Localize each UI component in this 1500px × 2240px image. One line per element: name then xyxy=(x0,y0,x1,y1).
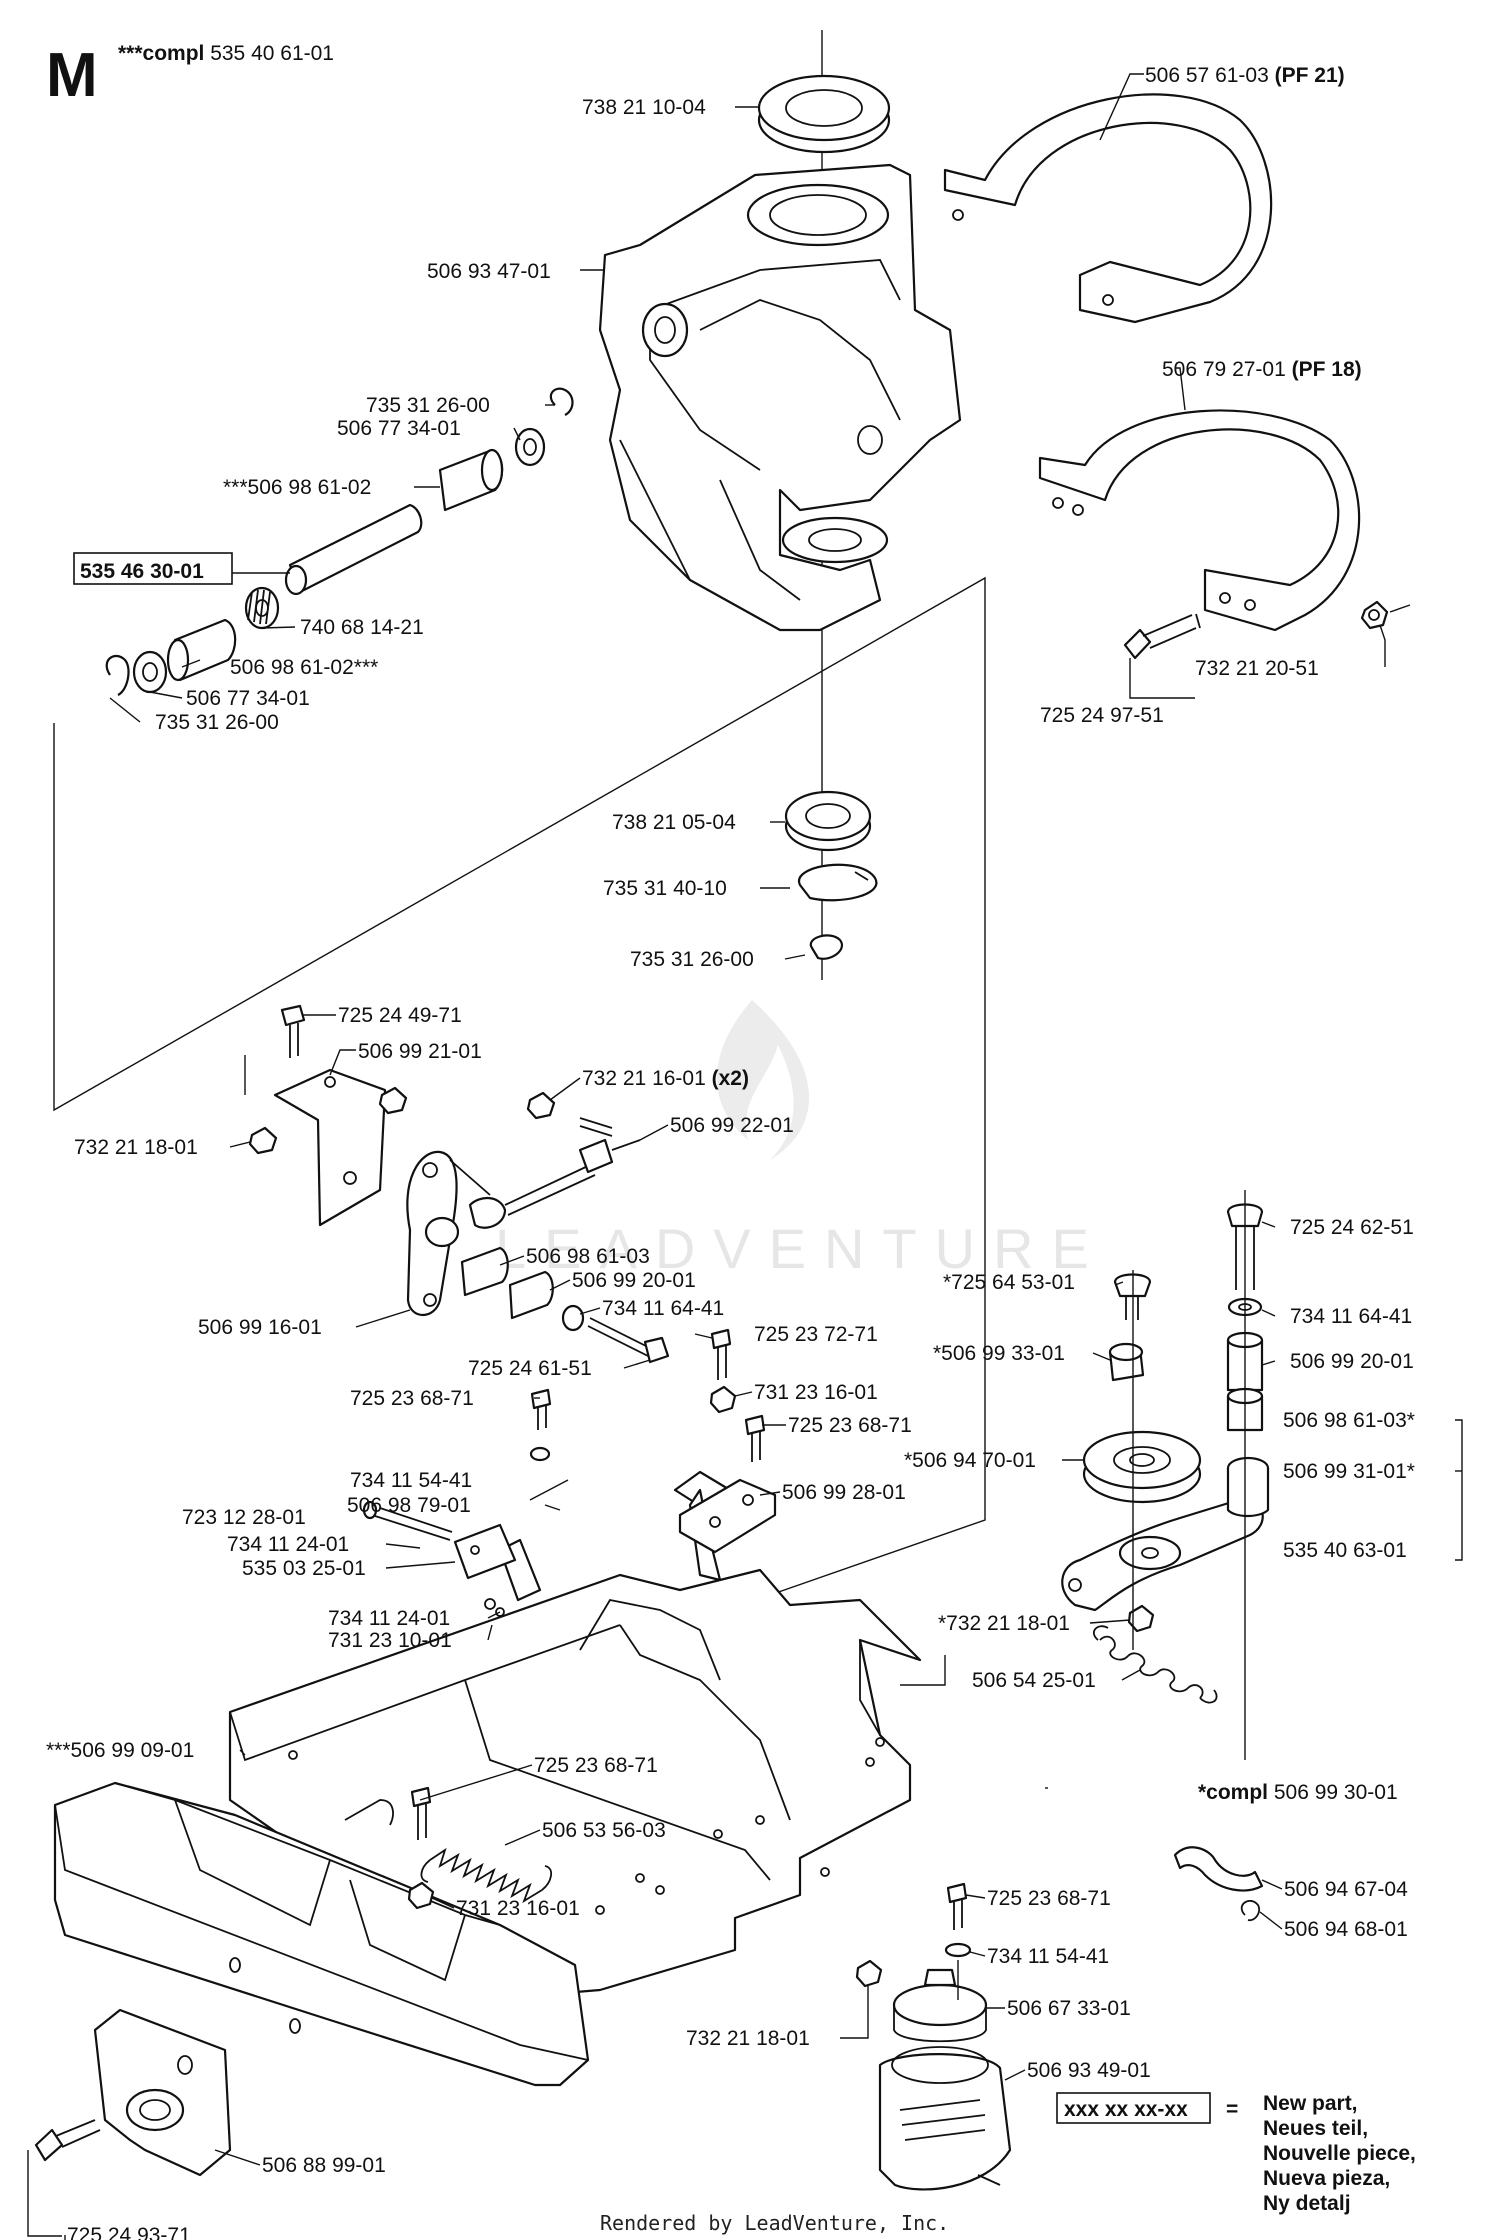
part-label: 506 98 61-03 xyxy=(526,1245,650,1268)
part-label: 506 57 61-03 (PF 21) xyxy=(1145,64,1345,87)
part-label: 725 24 49-71 xyxy=(338,1004,462,1027)
part-label: 725 24 62-51 xyxy=(1290,1216,1414,1239)
part-label: 734 11 24-01 xyxy=(227,1533,349,1556)
part-label: 506 99 20-01 xyxy=(572,1269,696,1292)
part-label: 506 77 34-01 xyxy=(186,687,310,710)
part-label: 734 11 54-41 xyxy=(350,1469,472,1492)
bracket-strap-pf18 xyxy=(1038,409,1361,632)
part-label: 506 94 68-01 xyxy=(1284,1918,1408,1941)
part-label: 535 40 63-01 xyxy=(1283,1539,1407,1562)
part-label: 725 23 68-71 xyxy=(534,1754,658,1777)
strap-bolt-nut xyxy=(1123,600,1411,660)
watermark-text: LEADVENTURE xyxy=(495,1217,1107,1280)
center-bolts xyxy=(529,1328,766,1462)
part-label: 734 11 64-41 xyxy=(1290,1305,1412,1328)
tension-spring xyxy=(407,1786,552,1910)
part-label: 738 21 10-04 xyxy=(582,96,706,119)
part-label: 732 21 18-01 xyxy=(74,1136,198,1159)
part-label: 506 98 61-02*** xyxy=(230,656,378,679)
top-bearing xyxy=(757,74,891,154)
part-label: 506 99 20-01 xyxy=(1290,1350,1414,1373)
part-label: 506 93 49-01 xyxy=(1027,2059,1151,2082)
part-label: 506 88 99-01 xyxy=(262,2154,386,2177)
new-part-legend: xxx xx xx-xx = New part, Neues teil, Nou… xyxy=(1056,2092,1416,2215)
part-label: 735 31 26-00 xyxy=(630,948,754,971)
part-label: 732 21 18-01 xyxy=(686,2027,810,2050)
part-label: 506 99 21-01 xyxy=(358,1040,482,1063)
part-label: *732 21 18-01 xyxy=(938,1612,1070,1635)
part-label: 734 11 54-41 xyxy=(987,1945,1109,1968)
idler-plate xyxy=(678,1478,777,1554)
watermark: LEADVENTURE xyxy=(495,1000,1107,1280)
linkage-bracket xyxy=(248,1004,670,1364)
part-label: 734 11 64-41 xyxy=(602,1297,724,1320)
part-label: 725 24 93-71 xyxy=(67,2224,191,2240)
part-label: 506 54 25-01 xyxy=(972,1669,1096,1692)
part-label: 731 23 10-01 xyxy=(328,1629,452,1652)
part-label: 731 23 16-01 xyxy=(754,1381,878,1404)
part-label: 725 24 61-51 xyxy=(468,1357,592,1380)
part-label: 506 53 56-03 xyxy=(542,1819,666,1842)
legend-line: Nouvelle piece, xyxy=(1263,2142,1416,2165)
part-label: 506 99 16-01 xyxy=(198,1316,322,1339)
legend-line: Neues teil, xyxy=(1263,2117,1368,2140)
front-bumper xyxy=(53,1781,590,2087)
legend-line: Ny detalj xyxy=(1263,2192,1351,2215)
frame-leader-lines xyxy=(53,576,986,1686)
part-label: 506 98 79-01 xyxy=(347,1494,471,1517)
footer-credit: Rendered by LeadVenture, Inc. xyxy=(600,2211,949,2235)
part-label: 735 31 40-10 xyxy=(603,877,727,900)
part-label: 506 67 33-01 xyxy=(1007,1997,1131,2020)
section-letter: M xyxy=(46,41,98,110)
pivot-pin-assembly xyxy=(105,387,574,696)
part-label: 738 21 05-04 xyxy=(612,811,736,834)
idler-pulley-assembly xyxy=(1061,1190,1270,1704)
lower-bearing-set xyxy=(784,790,878,960)
part-label: 734 11 24-01 xyxy=(328,1607,450,1630)
part-label: *725 64 53-01 xyxy=(943,1271,1075,1294)
part-label: 725 23 68-71 xyxy=(788,1414,912,1437)
part-label: 506 77 34-01 xyxy=(337,417,461,440)
leader-lines xyxy=(27,73,1463,2240)
part-label: 723 12 28-01 xyxy=(182,1506,306,1529)
kit-compl-label: *compl 506 99 30-01 xyxy=(1198,1781,1398,1804)
part-label: ***506 98 61-02 xyxy=(223,476,371,499)
bracket-strap-pf21 xyxy=(943,93,1273,324)
part-label: 506 99 22-01 xyxy=(670,1114,794,1137)
legend-line: Nueva pieza, xyxy=(1263,2167,1390,2190)
page-header: M ***compl 535 40 61-01 xyxy=(46,41,334,110)
part-label: *506 94 70-01 xyxy=(904,1449,1036,1472)
legend-line: New part, xyxy=(1263,2092,1358,2115)
part-label: 506 93 47-01 xyxy=(427,260,551,283)
oil-reservoir xyxy=(855,1882,1012,2191)
legend-sample-box xyxy=(1056,2092,1211,2124)
part-label: 725 23 72-71 xyxy=(754,1323,878,1346)
part-label: 740 68 14-21 xyxy=(300,616,424,639)
part-label: 731 23 16-01 xyxy=(456,1897,580,1920)
part-label: 735 31 26-00 xyxy=(366,394,490,417)
part-label: 506 98 61-03* xyxy=(1283,1409,1415,1432)
part-label: 506 94 67-04 xyxy=(1284,1878,1408,1901)
part-label: 735 31 26-00 xyxy=(155,711,279,734)
part-label: 506 99 28-01 xyxy=(782,1481,906,1504)
part-label-boxed: 535 46 30-01 xyxy=(80,560,204,583)
hose-clamp xyxy=(1173,1846,1264,1922)
part-label: 732 21 20-51 xyxy=(1195,657,1319,680)
assembly-compl-number: ***compl 535 40 61-01 xyxy=(118,42,334,65)
legend-equals: = xyxy=(1226,2098,1238,2121)
legend-sample: xxx xx xx-xx xyxy=(1064,2098,1188,2121)
part-label: 725 23 68-71 xyxy=(350,1387,474,1410)
hitch-bracket xyxy=(34,2008,232,2177)
part-label: ***506 99 09-01 xyxy=(46,1739,194,1762)
part-labels: 738 21 10-04 506 57 61-03 (PF 21) 506 93… xyxy=(46,64,1415,2240)
part-label: *506 99 33-01 xyxy=(933,1342,1065,1365)
part-label: 535 03 25-01 xyxy=(242,1557,366,1580)
part-label: 506 79 27-01 (PF 18) xyxy=(1162,358,1362,381)
steering-housing xyxy=(598,163,962,632)
part-label: 506 99 31-01* xyxy=(1283,1460,1415,1483)
part-label: 732 21 16-01 (x2) xyxy=(582,1067,749,1090)
part-label: 725 23 68-71 xyxy=(987,1887,1111,1910)
part-label: 725 24 97-51 xyxy=(1040,704,1164,727)
